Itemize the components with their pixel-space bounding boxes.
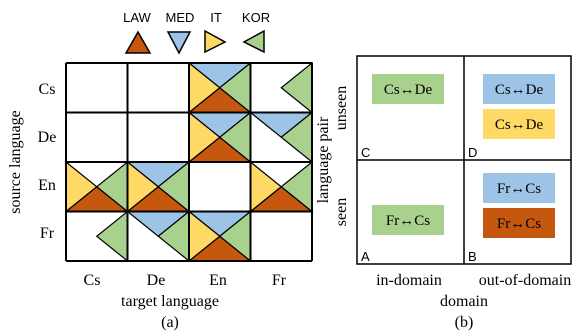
row-label-cs: Cs	[39, 81, 56, 98]
grid-cell-cs-cs	[66, 63, 128, 113]
caption-a: (a)	[161, 314, 179, 331]
b-row-label-unseen: unseen	[333, 86, 350, 130]
b-x-axis-label: domain	[440, 293, 488, 310]
box-c-1-label: Cs↔De	[384, 82, 433, 98]
b-col-label-in-domain: in-domain	[376, 272, 442, 289]
b-y-axis-label: language pair	[315, 116, 332, 203]
box-d-1	[483, 74, 555, 104]
box-d-2	[483, 109, 555, 139]
legend-label-kor: KOR	[242, 10, 270, 25]
grid-lines	[65, 62, 313, 262]
box-b-2-label: Fr↔Cs	[497, 216, 541, 232]
grid-cell-en-en	[189, 162, 251, 212]
quadrant-letter-d: D	[468, 145, 477, 160]
box-c-1	[372, 74, 444, 104]
legend-label-it: IT	[210, 10, 222, 25]
box-b-2	[483, 208, 555, 238]
grid-cells	[64, 61, 314, 263]
box-a-1-label: Fr↔Cs	[386, 213, 430, 229]
x-axis-label: target language	[121, 293, 219, 310]
b-row-label-seen: seen	[333, 198, 350, 226]
legend: LAW MED IT KOR	[123, 10, 270, 55]
caption-b: (b)	[455, 314, 474, 331]
quadrant-letter-a: A	[361, 249, 370, 264]
row-label-en: En	[38, 177, 56, 194]
b-col-label-out-of-domain: out-of-domain	[479, 272, 571, 289]
legend-label-law: LAW	[123, 10, 151, 25]
row-label-fr: Fr	[40, 225, 55, 242]
box-d-2-label: Cs↔De	[495, 117, 544, 133]
y-axis-label: source language	[7, 110, 24, 214]
box-b-1	[483, 173, 555, 203]
col-label-cs: Cs	[84, 272, 101, 289]
triangle-up-icon	[124, 30, 152, 54]
triangle-down-icon	[166, 31, 192, 55]
col-label-de: De	[147, 272, 166, 289]
triangle-right-icon	[204, 29, 227, 54]
triangle-left-icon	[242, 29, 265, 54]
quadrant-letter-c: C	[361, 145, 370, 160]
grid-cell-cs-de	[127, 63, 189, 113]
row-label-de: De	[38, 129, 57, 146]
box-a-1	[372, 205, 444, 235]
col-label-fr: Fr	[272, 272, 287, 289]
grid-cell-de-de	[127, 112, 189, 162]
legend-label-med: MED	[166, 10, 195, 25]
box-b-1-label: Fr↔Cs	[497, 181, 541, 197]
panel-a: Cs De En Fr Cs De En Fr source language …	[7, 61, 314, 331]
grid-cell-de-cs	[66, 112, 128, 162]
col-label-en: En	[209, 272, 227, 289]
quadrant-letter-b: B	[468, 249, 477, 264]
box-d-1-label: Cs↔De	[495, 82, 544, 98]
panel-b: Cs↔De C Cs↔De Cs↔De D Fr↔Cs A Fr↔Cs Fr↔C…	[315, 55, 572, 331]
grid-cell-fr-fr	[250, 211, 312, 261]
